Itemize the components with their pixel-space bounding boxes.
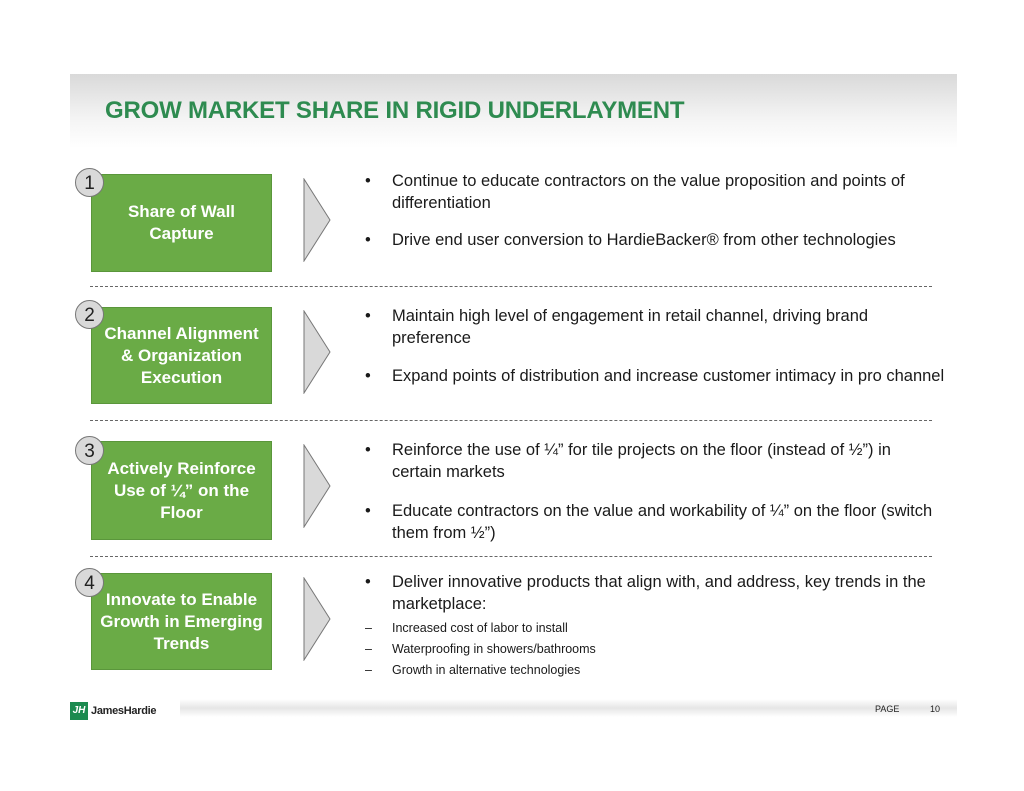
divider (90, 420, 932, 421)
header-band (70, 74, 957, 148)
bullet-item: •Deliver innovative products that align … (365, 573, 926, 613)
section-3-number: 3 (75, 436, 104, 465)
bullet-item: •Reinforce the use of ¼” for tile projec… (365, 441, 891, 481)
bullet-item: •Expand points of distribution and incre… (365, 367, 945, 385)
page-number: 10 (930, 704, 941, 714)
sub-bullet-item: –Increased cost of labor to install (365, 621, 568, 635)
bullet-item: •Educate contractors on the value and wo… (365, 502, 933, 542)
bullet-item: •Continue to educate contractors on the … (365, 172, 905, 212)
section-4-label: Innovate to Enable Growth in Emerging Tr… (100, 589, 263, 653)
arrow-icon (303, 577, 331, 661)
section-3-box: Actively Reinforce Use of ¼” on the Floo… (91, 441, 272, 540)
section-1-box: Share of Wall Capture (91, 174, 272, 272)
sub-bullet-item: –Growth in alternative technologies (365, 663, 581, 677)
arrow-icon (303, 310, 331, 394)
section-4-box: Innovate to Enable Growth in Emerging Tr… (91, 573, 272, 670)
company-logo: JH JamesHardie (70, 702, 156, 720)
sub-bullet-item: –Waterproofing in showers/bathrooms (365, 642, 596, 656)
page-label: PAGE (875, 704, 900, 714)
arrow-icon (303, 178, 331, 262)
section-3-label: Actively Reinforce Use of ¼” on the Floo… (107, 458, 256, 522)
section-4-number: 4 (75, 568, 104, 597)
section-1-number: 1 (75, 168, 104, 197)
section-1-label: Share of Wall Capture (127, 202, 236, 243)
divider (90, 286, 932, 287)
bullet-item: •Maintain high level of engagement in re… (365, 307, 869, 347)
bullet-item: •Drive end user conversion to HardieBack… (365, 231, 896, 249)
arrow-icon (303, 444, 331, 528)
section-2-number: 2 (75, 300, 104, 329)
footer-band (180, 699, 957, 717)
slide-title: GROW MARKET SHARE IN RIGID UNDERLAYMENT (105, 97, 685, 124)
section-2-label: Channel Alignment & Organization Executi… (104, 323, 259, 387)
divider (90, 556, 932, 557)
logo-mark-icon: JH (70, 702, 88, 720)
section-2-box: Channel Alignment & Organization Executi… (91, 307, 272, 404)
